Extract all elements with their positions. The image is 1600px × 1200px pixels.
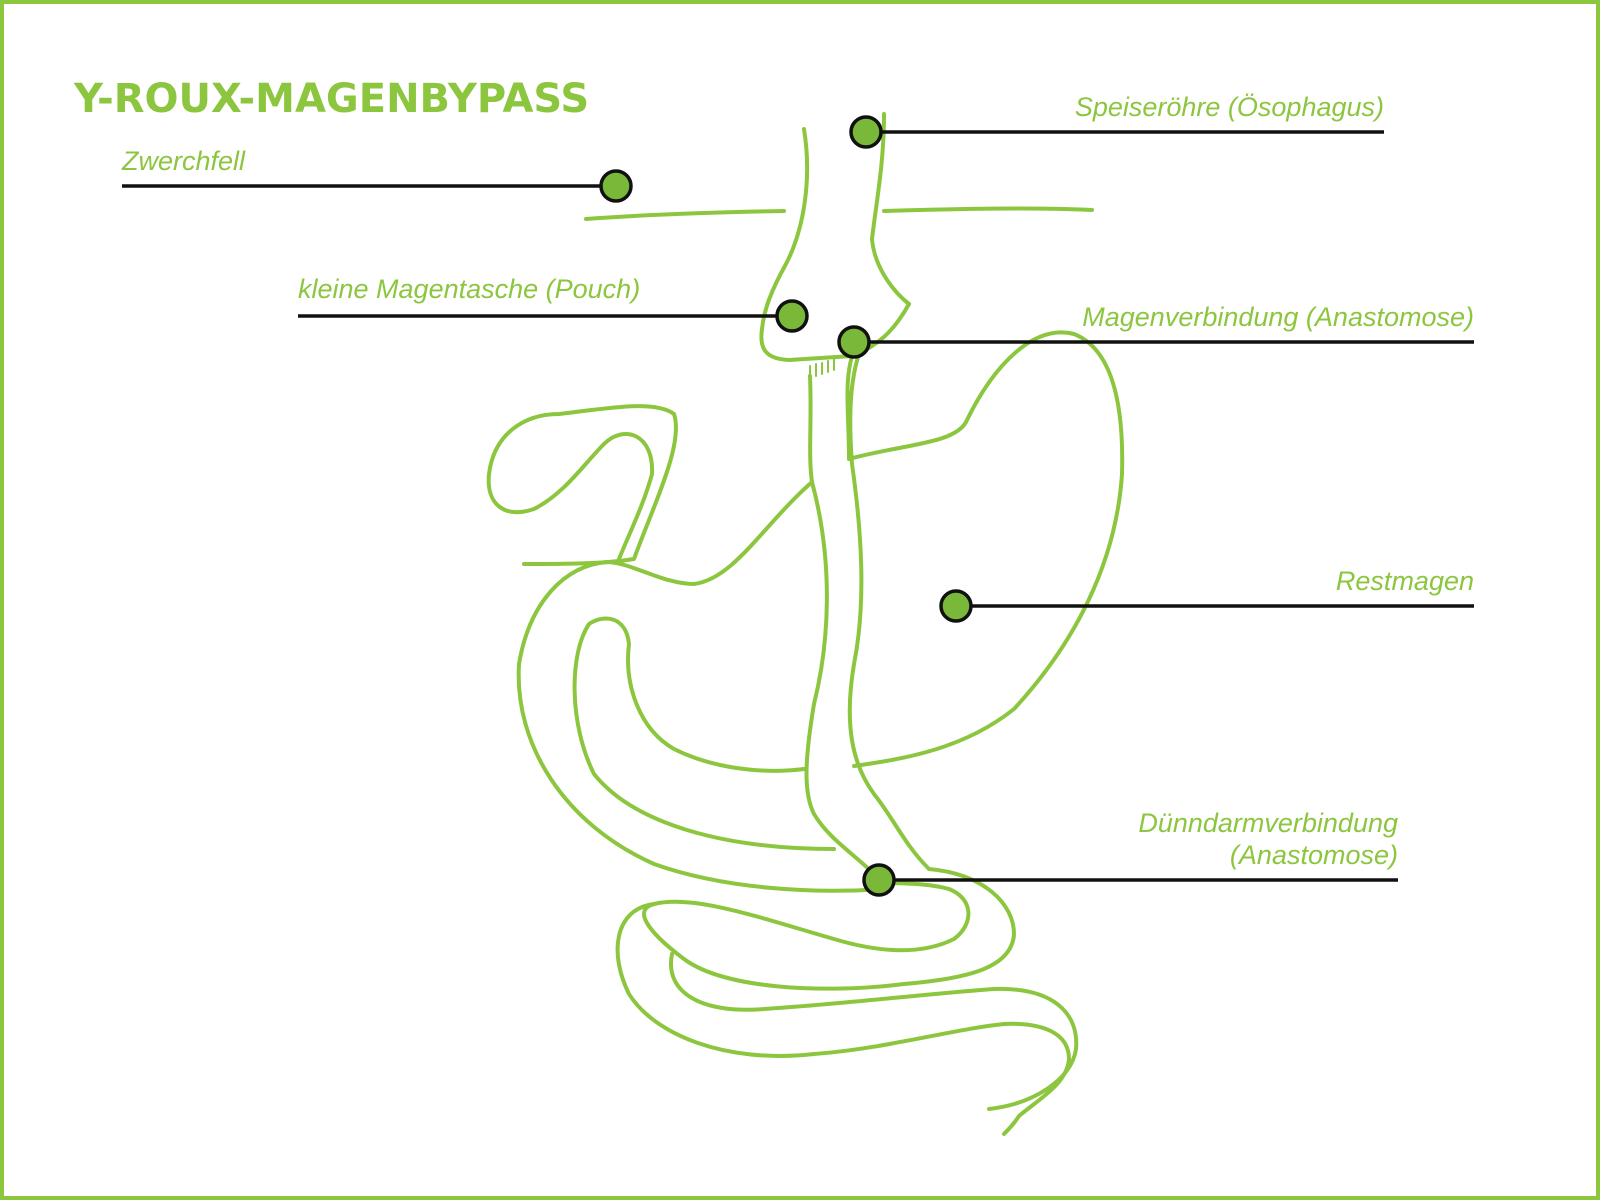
label-zwerchfell: Zwerchfell: [121, 146, 246, 176]
roux-en-y-diagram: Y-ROUX-MAGENBYPASS: [73, 76, 1474, 1136]
diaphragm-line-right: [882, 206, 1094, 213]
alimentary-limb-left: [804, 374, 876, 876]
biliary-loop-outer: [486, 404, 678, 566]
label-duenndarm-line1: Dünndarmverbindung: [1138, 808, 1398, 838]
marker-speiseroehre: [849, 115, 883, 149]
labels: Zwerchfell Speiseröhre (Ösophagus) klein…: [121, 92, 1474, 870]
label-anastomose-magen: Magenverbindung (Anastomose): [1082, 302, 1474, 332]
leader-lines: [122, 130, 1474, 882]
duodenum-curve: [516, 480, 886, 893]
label-pouch: kleine Magentasche (Pouch): [298, 274, 640, 304]
remnant-stomach-outline: [847, 330, 1125, 768]
markers: [599, 115, 973, 897]
jejunum-coil-lower: [615, 902, 1071, 1118]
diagram-title: Y-ROUX-MAGENBYPASS: [73, 76, 589, 122]
marker-duenndarm: [862, 863, 896, 897]
pouch-staples: [809, 358, 835, 377]
diaphragm-line-left: [584, 209, 786, 221]
alimentary-limb-right: [847, 352, 931, 871]
marker-zwerchfell: [599, 169, 633, 203]
jejunum-coil-outer: [642, 867, 1016, 991]
jejunum-coil-inner: [668, 952, 1079, 1111]
marker-pouch: [775, 299, 809, 333]
biliary-loop-inner: [602, 432, 655, 561]
marker-anastomose-magen: [837, 325, 871, 359]
label-speiseroehre: Speiseröhre (Ösophagus): [1075, 92, 1384, 122]
marker-restmagen: [939, 589, 973, 623]
remnant-stomach-top: [845, 354, 854, 461]
anatomy-drawing: [486, 112, 1125, 1136]
jejunum-tail: [1002, 1114, 1021, 1136]
esophagus-wall-right: [870, 112, 911, 306]
label-duenndarm-line2: (Anastomose): [1230, 840, 1398, 870]
esophagus-wall-left: [760, 127, 810, 331]
label-restmagen: Restmagen: [1336, 566, 1474, 596]
duodenum-inner-curve: [572, 616, 836, 851]
